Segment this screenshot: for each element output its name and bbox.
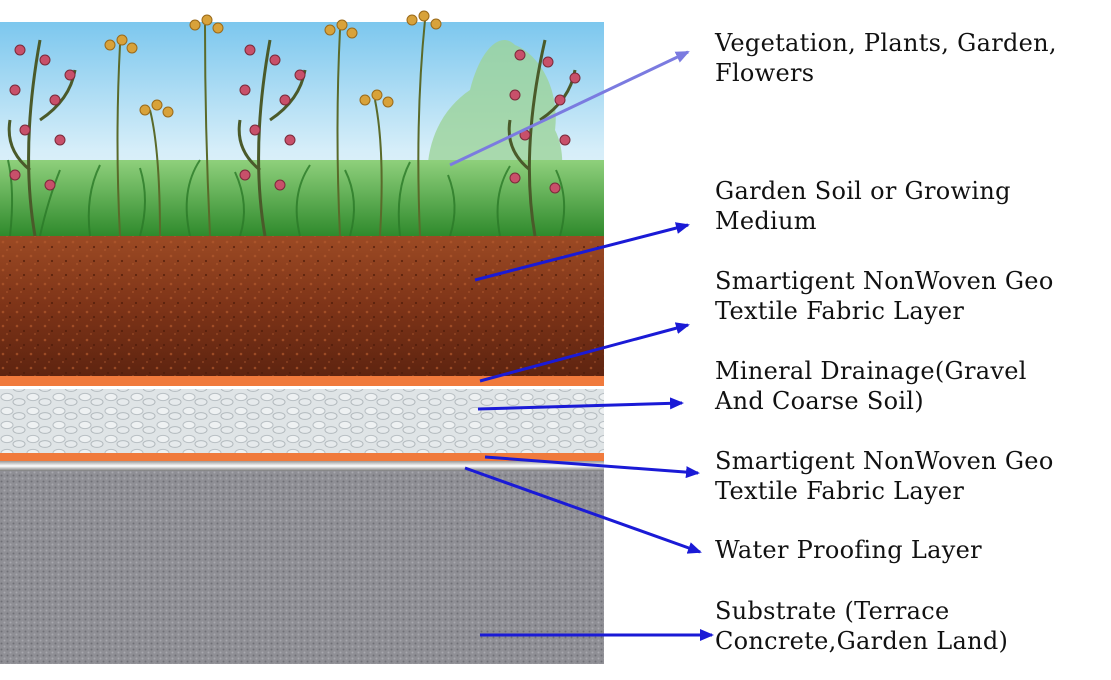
arrow-soil — [474, 222, 690, 282]
leader-arrows — [449, 50, 714, 641]
label-line: Water Proofing Layer — [715, 536, 982, 564]
layer-stack — [0, 10, 604, 664]
yarrow-stems — [116, 19, 426, 237]
arrow-vegetation — [449, 50, 690, 167]
arrow-geotextile-bottom — [484, 455, 700, 479]
label-drainage: Mineral Drainage(Gravel And Coarse Soil) — [715, 356, 1107, 416]
drainage-layer — [0, 389, 604, 453]
label-geotextile-top: Smartigent NonWoven Geo Textile Fabric L… — [715, 266, 1107, 326]
arrow-waterproofing — [464, 466, 702, 554]
label-line: Textile Fabric Layer — [715, 297, 965, 325]
label-line: Medium — [715, 207, 817, 235]
label-line: Flowers — [715, 59, 815, 87]
label-line: And Coarse Soil) — [715, 387, 924, 415]
label-line: Mineral Drainage(Gravel — [715, 357, 1027, 385]
label-line: Garden Soil or Growing — [715, 177, 1011, 205]
grass-layer — [0, 160, 604, 236]
label-substrate: Substrate (Terrace Concrete,Garden Land) — [715, 596, 1107, 656]
waterproofing-layer — [0, 461, 604, 471]
geotextile-top-layer — [0, 376, 604, 386]
label-vegetation: Vegetation, Plants, Garden, Flowers — [715, 28, 1107, 88]
flower-plants — [7, 10, 581, 237]
arrow-geotextile-top — [479, 322, 690, 383]
label-line: Vegetation, Plants, Garden, — [715, 29, 1057, 57]
substrate-layer — [0, 471, 604, 664]
label-waterproofing: Water Proofing Layer — [715, 535, 1107, 565]
label-line: Concrete,Garden Land) — [715, 627, 1009, 655]
label-line: Smartigent NonWoven Geo — [715, 447, 1054, 475]
soil-texture — [0, 236, 604, 376]
label-line: Substrate (Terrace — [715, 597, 950, 625]
label-line: Textile Fabric Layer — [715, 477, 965, 505]
label-line: Smartigent NonWoven Geo — [715, 267, 1054, 295]
label-geotextile-bottom: Smartigent NonWoven Geo Textile Fabric L… — [715, 446, 1107, 506]
arrow-drainage — [477, 397, 684, 411]
geotextile-bottom-layer — [0, 453, 604, 461]
geotextile-top-highlight — [0, 386, 604, 389]
label-soil: Garden Soil or Growing Medium — [715, 176, 1107, 236]
grass-blades — [7, 159, 566, 237]
